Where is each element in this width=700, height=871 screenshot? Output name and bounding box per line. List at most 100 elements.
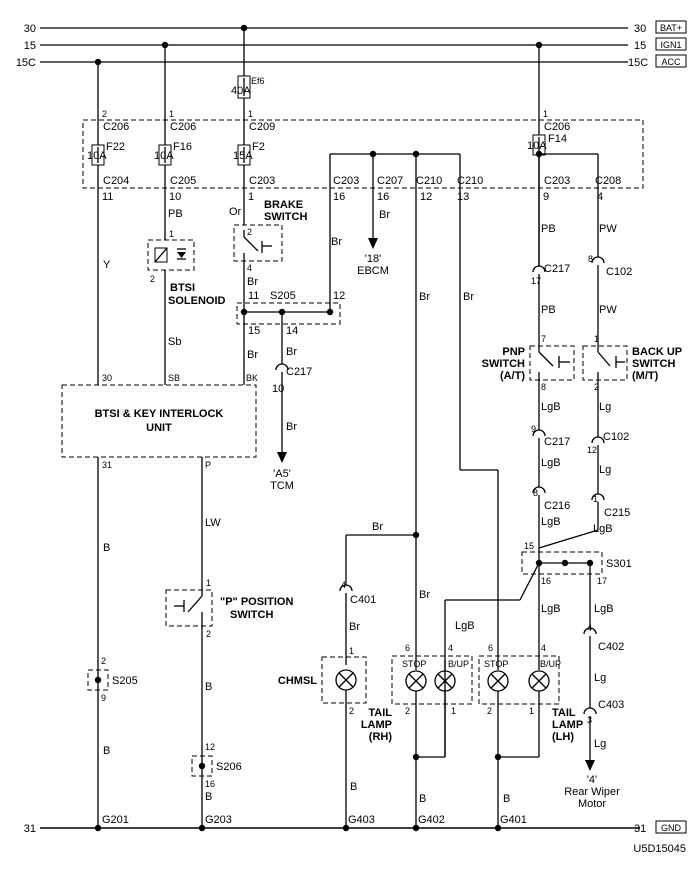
f2-rating: 15A [233, 150, 253, 162]
s205-pin-11: 11 [248, 290, 259, 302]
f2-conn-top: C209 [249, 121, 275, 133]
wire-pb-mid: PB [541, 304, 556, 316]
backup-pin-top: 1 [594, 334, 599, 344]
c203-pin: 16 [333, 191, 345, 203]
wire-lgb-back: LgB [593, 523, 613, 535]
solenoid-title-1: BTSI [170, 282, 195, 294]
f14-pin-top: 1 [543, 109, 548, 119]
c207-pin: 16 [377, 191, 389, 203]
f16-rating: 10A [154, 150, 174, 162]
wire-br-chmsl-2: Br [349, 621, 360, 633]
gnd-tag-box [655, 820, 687, 834]
brake-pin-bot: 4 [247, 263, 252, 273]
fuse-ef6-rating: 40A [231, 85, 251, 97]
splice-s301: 15 16 17 S301 LgB LgB LgB [444, 541, 632, 757]
unit-pin-p: P [205, 460, 211, 470]
rail-15c-right: 15C [628, 57, 648, 69]
c217b-label: C217 [544, 436, 570, 448]
ground-g403: G403 [348, 814, 375, 826]
tcm-conn: C217 [286, 366, 312, 378]
stop-lamp-bus: Br Br Br Br [345, 291, 499, 660]
f14-pin-bot: 9 [543, 191, 549, 203]
wire-lg-d: Lg [594, 738, 606, 750]
wire-lgb-back2: LgB [594, 603, 614, 615]
ebcm-name: EBCM [357, 265, 389, 277]
power-rails: 30 15 15C 30 15 15C BAT+ IGN1 ACC [16, 20, 687, 69]
c217a-pin: 17 [531, 276, 541, 286]
tcm-wire: Br [286, 421, 297, 433]
wire-lgb-rh: LgB [455, 620, 475, 632]
tail-lamp-rh: 6 4 STOP B/UP 2 1 TAIL LAMP (RH) B [361, 643, 473, 828]
ebcm-wire: Br [379, 209, 390, 221]
f16-conn-top: C206 [170, 121, 196, 133]
rh-name-3: (RH) [369, 731, 393, 743]
s205b-pin-top: 2 [101, 656, 106, 666]
f22-conn-bot: C204 [103, 175, 129, 187]
c401-pin: 4 [341, 580, 346, 590]
c208-label: C208 [595, 175, 621, 187]
wire-b-g402: B [419, 793, 426, 805]
wire-b-chmsl: B [350, 781, 357, 793]
c403-pin: 3 [587, 715, 592, 725]
backup-title-3: (M/T) [632, 370, 659, 382]
c203-label: C203 [333, 175, 359, 187]
lh-name-3: (LH) [552, 731, 574, 743]
rail-15-right: 15 [634, 40, 646, 52]
splice-s206: 12 16 S206 B [191, 742, 242, 828]
f16-name: F16 [173, 141, 192, 153]
brake-switch: Or 2 4 BRAKE SWITCH Br Br [229, 199, 342, 312]
solenoid-wire-out: Sb [168, 336, 181, 348]
s301-pin-17: 17 [597, 576, 607, 586]
c102b-pin: 12 [587, 445, 597, 455]
backup-title-1: BACK UP [632, 346, 682, 358]
solenoid-pin-bot: 2 [150, 274, 155, 284]
c216-pin: 8 [533, 488, 538, 498]
rail-30-right: 30 [634, 23, 646, 35]
rh-stop-label: STOP [402, 659, 426, 669]
unit-pin-sb: SB [168, 373, 180, 383]
c215-label: C215 [604, 507, 630, 519]
wire-lgb-lh: LgB [541, 603, 561, 615]
p-position-switch: 1 2 "P" POSITION SWITCH B [165, 578, 293, 760]
wire-lg-b: Lg [599, 464, 611, 476]
s206-pin-bot: 16 [205, 779, 215, 789]
wire-br-chmsl: Br [372, 521, 383, 533]
fuse-f2: 1 C209 F2 15A C203 1 [233, 109, 275, 225]
c402-pin: 4 [587, 623, 592, 633]
f22-pin-bot: 11 [102, 191, 113, 203]
gnd-left: 31 [24, 823, 36, 835]
pnp-title-3: (A/T) [500, 370, 525, 382]
wire-br-c210a: Br [419, 291, 430, 303]
tcm-name: TCM [270, 480, 294, 492]
chmsl-pin-top: 1 [349, 646, 354, 656]
rh-pin-1: 1 [451, 706, 456, 716]
c217b-pin: 9 [531, 424, 536, 434]
chmsl-name: CHMSL [278, 675, 317, 687]
ign-tag-box [655, 37, 687, 51]
c208-pin: 4 [597, 191, 603, 203]
f22-rating: 10A [87, 150, 107, 162]
c210b-pin: 13 [457, 191, 469, 203]
s206-name: S206 [216, 761, 242, 773]
lh-name-2: LAMP [552, 719, 583, 731]
wire-b-left: B [103, 542, 110, 554]
rh-pin-6: 6 [405, 643, 410, 653]
fuse-f14: 1 C206 F14 10A C203 9 [527, 41, 570, 266]
wire-b-g401: B [503, 793, 510, 805]
s205-wire-15: Br [247, 349, 258, 361]
solenoid-title-2: SOLENOID [168, 295, 226, 307]
f22-name: F22 [106, 141, 125, 153]
wire-b-g201: B [103, 745, 110, 757]
c402-label: C402 [598, 641, 624, 653]
chmsl-lamp: 4 C401 Br 1 2 CHMSL B [278, 580, 376, 828]
tcm-pin: 10 [272, 383, 284, 395]
ground-g201: G201 [102, 814, 129, 826]
c210b-label: C210 [457, 175, 483, 187]
s205b-pin-bot: 9 [101, 693, 106, 703]
pnp-title-1: PNP [502, 346, 525, 358]
wiper-name-2: Motor [578, 798, 606, 810]
f2-name: F2 [252, 141, 265, 153]
rh-pin-4: 4 [448, 643, 453, 653]
pnp-switch: 7 8 PNP SWITCH (A/T) [482, 334, 575, 392]
wire-lw: LW [205, 517, 221, 529]
